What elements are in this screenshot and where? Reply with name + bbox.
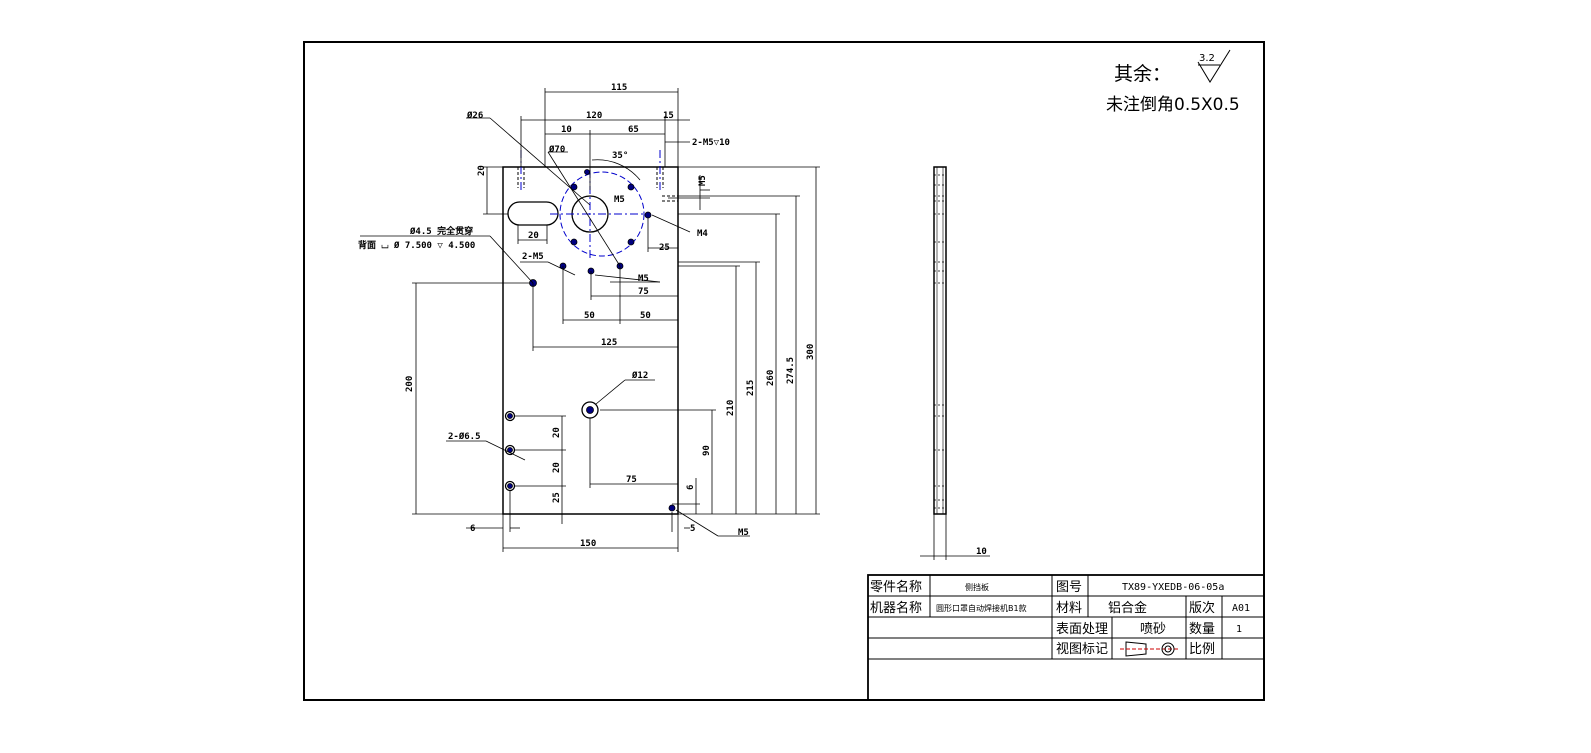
scale-label: 比例 (1189, 642, 1215, 657)
dim-20b: 20 (552, 462, 562, 473)
dim-6h: 6 (470, 524, 475, 534)
hole-note-1: Ø4.5 完全贯穿 (409, 225, 473, 237)
dim-15: 15 (663, 111, 674, 121)
drawing-no-label: 图号 (1056, 580, 1082, 595)
dimension-texts: 115 120 15 10 65 2-M5▽10 Ø26 Ø70 35° 20 … (358, 83, 816, 549)
chamfer-note: 未注倒角0.5X0.5 (1106, 95, 1240, 115)
dim-20a: 20 (552, 427, 562, 438)
front-view (502, 150, 679, 515)
dim-125: 125 (601, 338, 617, 348)
bolt-circle-70 (559, 171, 645, 257)
dim-75a: 75 (638, 287, 649, 297)
side-dim-10: 10 (976, 547, 987, 557)
dimension-lines (360, 88, 820, 552)
dim-75b: 75 (626, 475, 637, 485)
dim-25b: 25 (552, 492, 562, 503)
dim-300: 300 (806, 344, 816, 360)
dim-50b: 50 (640, 311, 651, 321)
view-mark-label: 视图标记 (1056, 642, 1108, 657)
dim-90: 90 (702, 445, 712, 456)
version-value: A01 (1232, 603, 1250, 614)
hole-note-2: 背面 ⌴ Ø 7.500 ▽ 4.500 (358, 239, 475, 251)
thread-2m5: 2-M5▽10 (692, 138, 730, 148)
dim-274: 274.5 (786, 357, 796, 384)
plate-outline (502, 166, 679, 515)
dim-phi26: Ø26 (466, 110, 483, 121)
side-outline (933, 166, 947, 515)
dim-2phi65: 2-Ø6.5 (448, 431, 481, 442)
dim-200: 200 (405, 376, 415, 392)
dim-10: 10 (561, 125, 572, 135)
dim-phi70: Ø70 (548, 144, 565, 155)
dim-m5-lower: M5 (638, 274, 649, 284)
dim-5: 5 (690, 524, 695, 534)
drawing-border (303, 41, 1265, 701)
dim-m5-center: M5 (614, 195, 625, 205)
dim-215: 215 (746, 380, 756, 396)
part-name-value: 侧挡板 (965, 582, 989, 592)
roughness-value: 3.2 (1199, 53, 1215, 64)
top-tapped-holes (517, 167, 678, 202)
dim-260: 260 (766, 370, 776, 386)
dim-2m5: 2-M5 (522, 252, 544, 262)
dim-210: 210 (726, 400, 736, 416)
material-value: 铝合金 (1108, 600, 1147, 616)
part-name-label: 零件名称 (870, 579, 922, 595)
title-block-text: 零件名称 侧挡板 图号 TX89-YXEDB-06-05a 机器名称 圆形口罩自… (870, 579, 1250, 657)
surface-label: 表面处理 (1056, 622, 1108, 637)
roughness-symbol (1197, 49, 1231, 83)
dim-phi12: Ø12 (631, 370, 648, 381)
quantity-label: 数量 (1189, 622, 1215, 637)
dim-left20: 20 (477, 165, 487, 176)
dim-65: 65 (628, 125, 639, 135)
dim-25a: 25 (659, 243, 670, 253)
dim-50a: 50 (584, 311, 595, 321)
dim-120: 120 (586, 111, 602, 121)
surface-value: 喷砂 (1140, 622, 1166, 637)
dim-115: 115 (611, 83, 627, 93)
general-notes: 其余： 3.2 未注倒角0.5X0.5 (1106, 49, 1240, 115)
dim-slot-20: 20 (528, 231, 539, 241)
dim-6v: 6 (686, 485, 696, 490)
dim-m4: M4 (697, 229, 708, 239)
title-block (867, 574, 1265, 701)
machine-name-value: 圆形口罩自动焊接机B1款 (936, 603, 1027, 613)
center-lines (520, 150, 661, 258)
quantity-value: 1 (1236, 624, 1242, 635)
dim-m5-bottom: M5 (738, 528, 749, 538)
dim-m5-right: M5 (698, 175, 708, 186)
dim-150: 150 (580, 539, 596, 549)
version-label: 版次 (1189, 600, 1215, 616)
drawing-no-value: TX89-YXEDB-06-05a (1122, 582, 1224, 593)
side-view (920, 166, 990, 560)
dim-angle35: 35° (612, 151, 628, 161)
rest-label: 其余： (1114, 63, 1171, 85)
machine-name-label: 机器名称 (870, 600, 922, 616)
projection-symbol (1120, 641, 1180, 657)
material-label: 材料 (1056, 601, 1082, 616)
